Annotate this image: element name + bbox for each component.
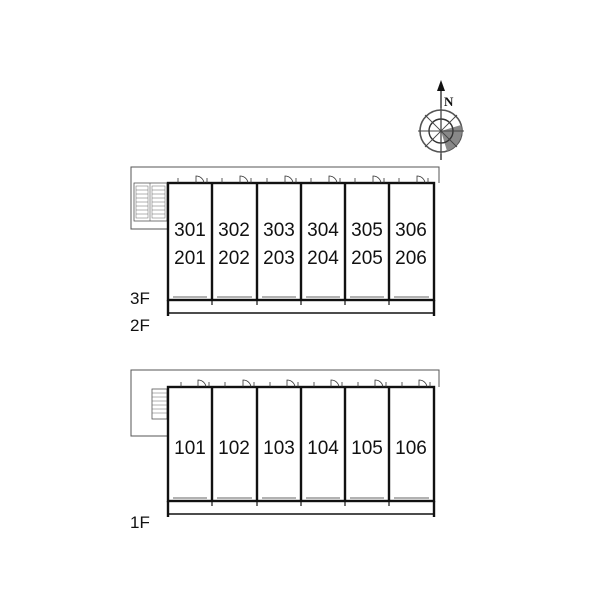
floor-label-2f: 2F <box>130 316 150 335</box>
lower-stairs <box>151 388 168 420</box>
compass-rose: N <box>418 80 464 160</box>
upper-balcony <box>166 300 436 316</box>
room-label: 306 <box>395 220 427 241</box>
upper-room-dividers <box>210 183 391 300</box>
compass-diag-2 <box>424 114 458 148</box>
room-label: 206 <box>395 248 427 269</box>
room-label: 104 <box>307 438 339 459</box>
room-label: 201 <box>174 248 206 269</box>
lower-terrace <box>166 501 436 517</box>
north-arrow-icon <box>437 80 445 91</box>
room-label: 204 <box>307 248 339 269</box>
room-label: 301 <box>174 220 206 241</box>
room-label: 101 <box>174 438 206 459</box>
upper-floor-block: 301 302 303 304 305 306 201 202 203 204 … <box>130 166 440 335</box>
room-label: 105 <box>351 438 383 459</box>
room-label: 303 <box>263 220 295 241</box>
floor-label-3f: 3F <box>130 289 150 308</box>
upper-room-labels-top: 301 302 303 304 305 306 <box>174 220 427 241</box>
room-label: 304 <box>307 220 339 241</box>
compass-north-label: N <box>444 94 454 109</box>
room-label: 202 <box>218 248 250 269</box>
room-label: 203 <box>263 248 295 269</box>
room-label: 205 <box>351 248 383 269</box>
room-label: 302 <box>218 220 250 241</box>
lower-room-labels: 101 102 103 104 105 106 <box>174 438 427 459</box>
floor-label-1f: 1F <box>130 513 150 532</box>
lower-corridor-outline <box>130 369 440 437</box>
room-label: 103 <box>263 438 295 459</box>
upper-room-labels-bottom: 201 202 203 204 205 206 <box>174 248 427 269</box>
lower-floor-block: 101 102 103 104 105 106 1F <box>130 369 440 532</box>
upper-doors <box>177 175 429 184</box>
upper-stairs <box>133 182 168 222</box>
lower-doors <box>180 379 431 388</box>
room-label: 102 <box>218 438 250 459</box>
room-label: 106 <box>395 438 427 459</box>
lower-room-dividers <box>210 387 391 501</box>
room-label: 305 <box>351 220 383 241</box>
